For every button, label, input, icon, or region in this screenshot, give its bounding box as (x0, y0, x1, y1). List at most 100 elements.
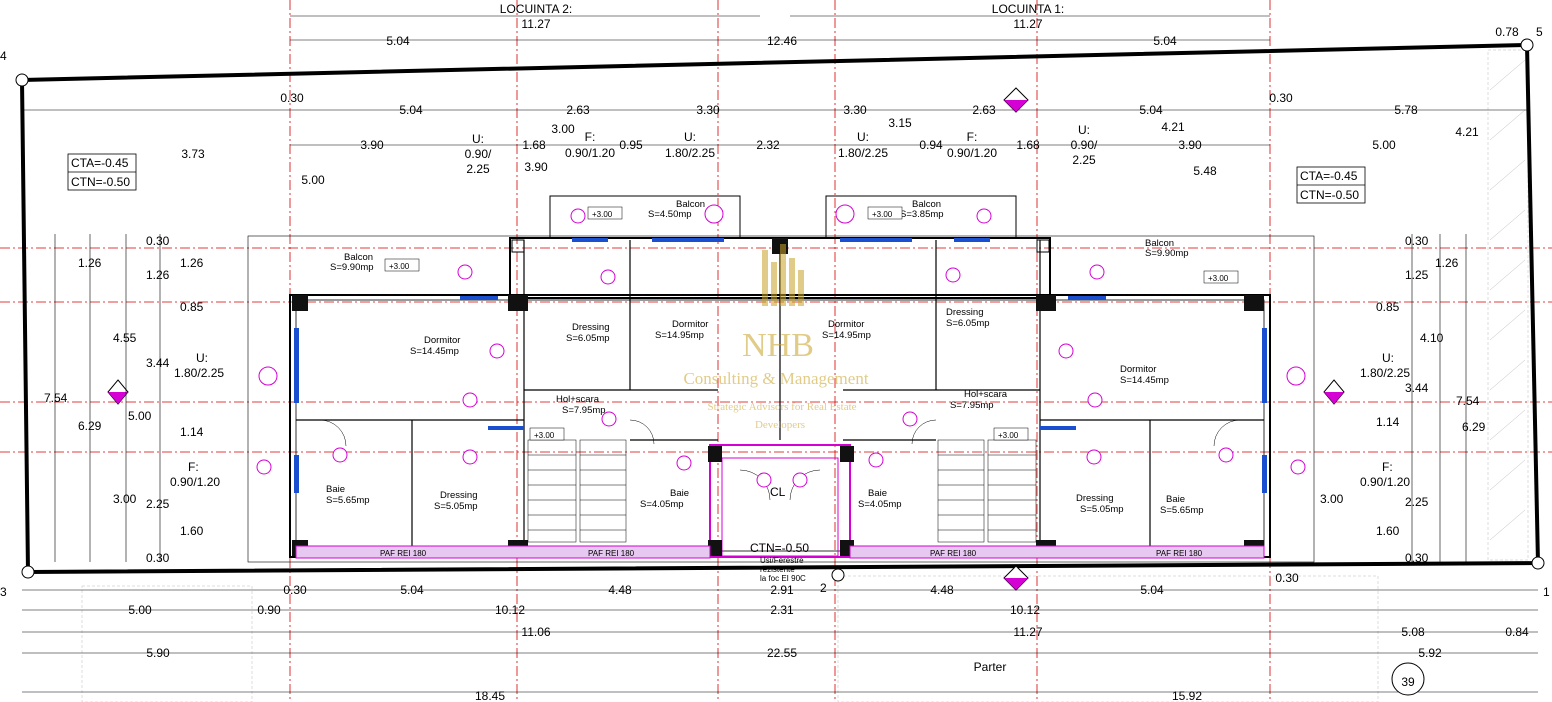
svg-text:Balcon: Balcon (1145, 238, 1174, 249)
elevation-marks: +3.00 +3.00 +3.00 +3.00 +3.00 +3.00 (384, 206, 1239, 441)
svg-text:3.44: 3.44 (1405, 381, 1429, 395)
dim-misc-7: 5.48 (1193, 164, 1217, 178)
svg-text:0.90/: 0.90/ (465, 147, 492, 161)
svg-text:Balcon: Balcon (344, 252, 373, 263)
paf-label-4: PAF REI 180 (1156, 549, 1203, 558)
paf-label-3: PAF REI 180 (930, 549, 977, 558)
dim-top-1-0: 5.04 (386, 34, 410, 48)
svg-text:S=14.45mp: S=14.45mp (410, 346, 459, 357)
fire-wall-strip: PAF REI 180 PAF REI 180 PAF REI 180 PAF … (295, 545, 1265, 559)
dim-top-3-6: 3.90 (1178, 138, 1202, 152)
dim-top-3-1: 1.68 (522, 138, 546, 152)
dim-top-1-1: 12.46 (767, 34, 797, 48)
side-dimension-lines (54, 234, 1467, 562)
center-ctn: CTN=-0.50 (750, 541, 809, 555)
svg-text:S=14.45mp: S=14.45mp (1120, 375, 1169, 386)
dim-misc-6: 4.21 (1455, 125, 1479, 139)
corner-label-2: 2 (820, 581, 827, 595)
level-right-cta: CTA=-0.45 (1300, 169, 1358, 183)
dim-top-2-7: 0.30 (1269, 91, 1293, 105)
svg-text:Dormitor: Dormitor (1120, 364, 1156, 375)
dim-top-3-4: 0.94 (919, 138, 943, 152)
svg-text:S=14.95mp: S=14.95mp (655, 330, 704, 341)
svg-text:Dormitor: Dormitor (424, 335, 460, 346)
svg-text:Dressing: Dressing (1076, 493, 1114, 504)
dim-top-3-3: 2.32 (756, 138, 780, 152)
svg-text:2.25: 2.25 (146, 497, 170, 511)
svg-text:0.90/1.20: 0.90/1.20 (1360, 475, 1410, 489)
door-note-1: Usi/Ferestre (760, 556, 804, 565)
svg-text:3.00: 3.00 (1320, 492, 1344, 506)
dim-top-2-4: 3.30 (843, 103, 867, 117)
sheet-number-circle (1391, 662, 1425, 696)
level-right-ctn: CTN=-0.50 (1300, 188, 1359, 202)
svg-text:Balcon: Balcon (676, 199, 705, 210)
svg-text:1.25: 1.25 (1405, 268, 1429, 282)
svg-text:0.30: 0.30 (146, 551, 170, 565)
svg-text:U:: U: (472, 132, 484, 146)
opening-tags (256, 204, 1306, 488)
svg-text:10.12: 10.12 (1010, 603, 1040, 617)
svg-text:5.08: 5.08 (1401, 625, 1425, 639)
svg-text:1.14: 1.14 (1376, 415, 1400, 429)
svg-text:S=4.05mp: S=4.05mp (858, 499, 902, 510)
svg-text:F:: F: (585, 130, 596, 144)
corner-label-3: 3 (0, 585, 7, 599)
svg-text:+3.00: +3.00 (1208, 274, 1229, 283)
bottom-dimensions: 0.30 5.04 4.48 2.91 4.48 5.04 0.30 5.00 … (128, 571, 1529, 702)
svg-text:11.06: 11.06 (521, 625, 550, 639)
dim-top-2-8: 5.78 (1394, 103, 1418, 117)
svg-text:F:: F: (1382, 460, 1393, 474)
top-opening-labels: U: 0.90/ 2.25 F: 0.90/1.20 U: 1.80/2.25 … (465, 123, 1098, 176)
svg-text:1.26: 1.26 (1435, 256, 1459, 270)
svg-text:2.25: 2.25 (1072, 153, 1096, 167)
svg-text:U:: U: (1078, 123, 1090, 137)
svg-text:0.90/1.20: 0.90/1.20 (947, 146, 997, 160)
dim-top-2-1: 5.04 (399, 103, 423, 117)
boundary-corner-markers (15, 38, 1545, 582)
dim-misc-3: 3.90 (524, 160, 548, 174)
svg-text:Baie: Baie (326, 484, 345, 495)
svg-text:U:: U: (196, 351, 208, 365)
level-box-left: CTA=-0.45 CTN=-0.50 (67, 153, 137, 191)
svg-text:4.10: 4.10 (1420, 331, 1444, 345)
corner-label-5: 5 (1536, 25, 1543, 39)
svg-text:6.29: 6.29 (1462, 420, 1486, 434)
svg-text:0.30: 0.30 (1405, 551, 1429, 565)
svg-text:+3.00: +3.00 (534, 431, 555, 440)
svg-text:0.90/: 0.90/ (1071, 138, 1098, 152)
dim-top-3-0: 3.90 (360, 138, 384, 152)
watermark-logo: NHB Consulting & Management Strategic Ad… (683, 244, 869, 431)
svg-text:11.27: 11.27 (1013, 625, 1042, 639)
svg-text:4.48: 4.48 (608, 583, 632, 597)
svg-text:3.44: 3.44 (146, 356, 170, 370)
svg-text:S=6.05mp: S=6.05mp (566, 333, 610, 344)
unit-left-name: LOCUINTA 2: (500, 2, 572, 16)
svg-text:4.48: 4.48 (930, 583, 954, 597)
svg-text:1.60: 1.60 (180, 524, 204, 538)
dim-top-1-2: 5.04 (1153, 34, 1177, 48)
dim-misc-1: 5.00 (301, 173, 325, 187)
svg-text:Hol+scara: Hol+scara (964, 389, 1008, 400)
svg-text:5.00: 5.00 (128, 409, 152, 423)
dim-misc-8: 0.78 (1495, 25, 1519, 39)
svg-text:10.12: 10.12 (495, 603, 525, 617)
paf-label-1: PAF REI 180 (380, 549, 427, 558)
level-box-right: CTA=-0.45 CTN=-0.50 (1296, 166, 1366, 204)
dim-top-3-2: 0.95 (619, 138, 643, 152)
svg-text:S=9.90mp: S=9.90mp (330, 262, 374, 273)
svg-text:S=5.05mp: S=5.05mp (1080, 504, 1124, 515)
stairs-right (937, 439, 1037, 543)
side-opening-labels: U: 1.80/2.25 F: 0.90/1.20 U: 1.80/2.25 F… (170, 351, 1410, 489)
svg-text:S=3.85mp: S=3.85mp (900, 209, 944, 220)
unit-left-width: 11.27 (521, 17, 550, 31)
rooms-left: Balcon S=9.90mp Dormitor S=14.45mp Baie … (326, 199, 708, 512)
watermark-line2: Strategic Advisors for Real Estate (707, 401, 856, 413)
hatch-areas (81, 49, 1529, 702)
svg-text:1.60: 1.60 (1376, 524, 1400, 538)
svg-text:1.80/2.25: 1.80/2.25 (838, 146, 888, 160)
dim-top-2-6: 5.04 (1139, 103, 1163, 117)
watermark-line1: Consulting & Management (683, 369, 868, 388)
windows (294, 238, 1267, 493)
